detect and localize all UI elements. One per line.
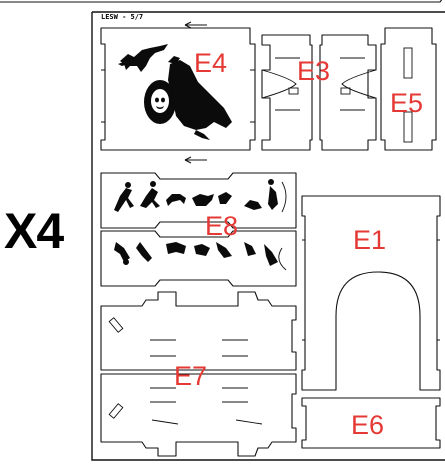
label-e7: E7 (174, 361, 207, 391)
part-e4: E4 (100, 21, 256, 151)
sheet-code: LESW - 5/7 (101, 13, 143, 21)
left-arrow-icon (184, 21, 207, 29)
part-e8: E8 (100, 156, 297, 287)
label-e4: E4 (194, 48, 227, 78)
part-e5: E5 (380, 27, 437, 151)
part-e6: E6 (301, 397, 441, 449)
label-e5: E5 (390, 88, 423, 118)
label-e1: E1 (353, 225, 386, 255)
sheet-border (91, 11, 445, 461)
left-arrow-icon (184, 156, 207, 164)
label-e3: E3 (297, 56, 330, 86)
figure-with-bird-engraving (118, 44, 232, 140)
part-e7: E7 (100, 291, 297, 457)
label-e6: E6 (351, 410, 384, 440)
rock-art-hunters-and-animals-engraving (114, 179, 287, 271)
quantity-multiplier: X4 (4, 203, 64, 259)
label-e8: E8 (205, 211, 238, 241)
part-e1: E1 (301, 195, 441, 391)
top-edge-line (0, 0, 443, 3)
part-e3: E3 (261, 34, 377, 151)
